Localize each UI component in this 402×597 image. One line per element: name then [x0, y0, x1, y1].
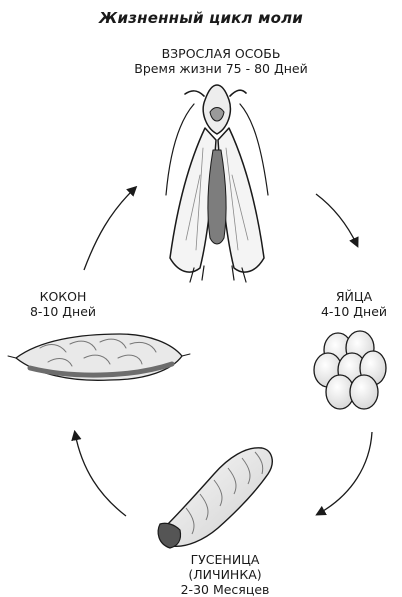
arrow-adult-to-eggs [316, 194, 357, 245]
arrow-larva-to-cocoon [75, 433, 126, 516]
arrow-eggs-to-larva [318, 432, 372, 514]
arrow-cocoon-to-adult [84, 188, 135, 270]
larva-illustration [158, 448, 272, 548]
cocoon-illustration [8, 334, 190, 380]
adult-moth-illustration [166, 85, 268, 282]
eggs-illustration [314, 331, 386, 409]
